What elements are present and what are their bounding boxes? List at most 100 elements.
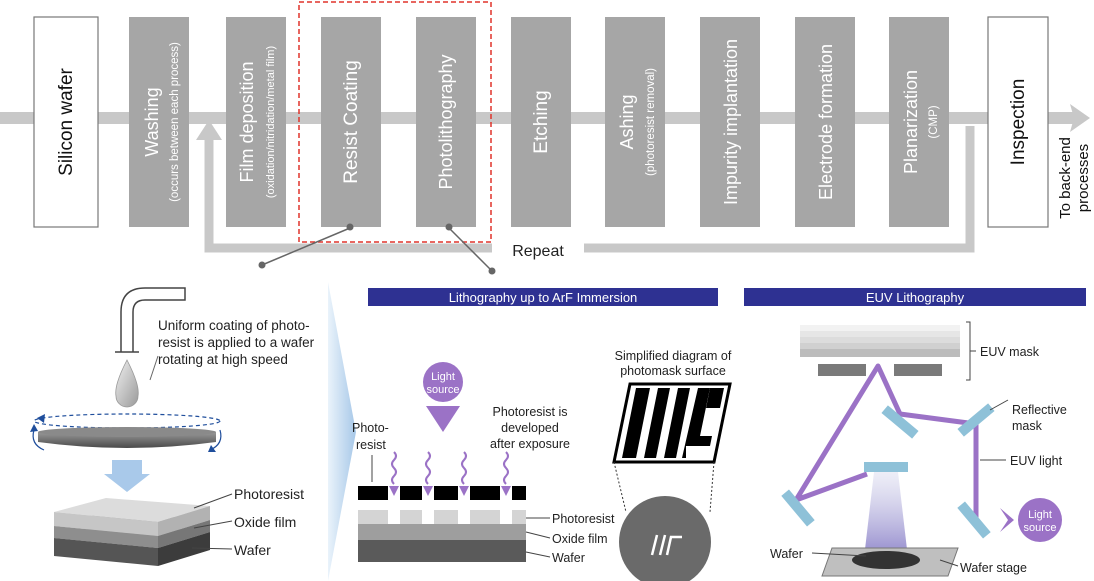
light-rays [391, 451, 509, 485]
euv-beam [864, 472, 908, 558]
layer-stack [54, 498, 210, 566]
zoom-line-left [613, 461, 627, 513]
step-sublabel: (occurs between each process) [169, 42, 181, 202]
arf-developed-3: after exposure [490, 437, 570, 451]
arf-label-photoresist: Photoresist [552, 512, 615, 526]
repeat-label-bg [492, 240, 584, 258]
step-sublabel: (photoresist removal) [645, 68, 657, 176]
wafer-disk-top [38, 427, 216, 437]
arf-photoresist-1: Photo- [352, 421, 389, 435]
rotation-arrow-right-head [208, 445, 216, 452]
step-sublabel: (oxidation/nitridation/metal film) [265, 46, 277, 198]
euv-light-cone [1000, 508, 1014, 532]
stack-label-wafer: Wafer [234, 542, 271, 558]
arf-photoresist-2: resist [356, 438, 386, 452]
step-label: Photolithography [436, 54, 456, 189]
arf-light-source [423, 362, 463, 402]
arf-label-wafer: Wafer [552, 551, 585, 565]
resist-droplet [115, 359, 139, 408]
resist-caption-1: Uniform coating of photo- [158, 318, 310, 333]
arf-header: Lithography up to ArF Immersion [449, 290, 638, 305]
step-impurity-implantation: Impurity implantation [700, 17, 760, 227]
leader-resist-dot-bottom [258, 261, 266, 269]
step-film-deposition: Film deposition (oxidation/nitridation/m… [226, 17, 286, 227]
euv-light-source [1018, 498, 1062, 542]
inspection-box [987, 16, 1049, 228]
spin-arrow [37, 414, 45, 423]
step-etching: Etching [511, 17, 571, 227]
step-label: Ashing [617, 94, 637, 149]
repeat-loop [204, 126, 975, 253]
step-planarization: Planarization (CMP) [889, 17, 949, 227]
step-label: Resist Coating [341, 60, 362, 184]
step-label: Impurity implantation [721, 39, 741, 205]
rotation-arrow-left-head [30, 424, 38, 432]
arf-developed-2: developed [501, 421, 559, 435]
step-label: Planarization [901, 70, 921, 174]
euv-mask [800, 325, 960, 376]
step-ashing: Ashing (photoresist removal) [605, 17, 665, 227]
leader-photo-dot-top [445, 223, 453, 231]
euv-mask-label: EUV mask [980, 345, 1040, 359]
step-resist-coating: Resist Coating [321, 17, 381, 227]
arf-leader-oxide [525, 531, 551, 539]
arf-leader-wafer [525, 551, 551, 558]
arf-light-cone [426, 406, 460, 432]
leader-photo-dot-bottom [488, 267, 496, 275]
stack-leader-oxide [193, 520, 233, 529]
resist-nozzle [120, 287, 186, 352]
spin-dashed-ellipse [33, 413, 221, 429]
mask-caption-1: Simplified diagram of [615, 349, 732, 363]
repeat-label: Repeat [512, 243, 564, 260]
stack-label-photoresist: Photoresist [234, 486, 304, 502]
inspection-label: Inspection [1008, 79, 1029, 166]
step-electrode-formation: Electrode formation [795, 17, 855, 227]
step-washing: Washing (occurs between each process) [129, 17, 189, 227]
arf-developed-1: Photoresist is [492, 405, 567, 419]
leader-resist-dot-top [346, 223, 354, 231]
to-back-end-line2: processes [1075, 144, 1092, 212]
wafer-stage-label: Wafer stage [960, 561, 1027, 575]
stack-label-oxide: Oxide film [234, 514, 296, 530]
wafer-stage-leader [939, 559, 959, 567]
euv-wafer-label: Wafer [770, 547, 803, 561]
to-back-end-line1: To back-end [1057, 137, 1074, 219]
photomask-surface [612, 382, 732, 464]
caption-leader [149, 355, 159, 381]
reflective-mask-1: Reflective [1012, 403, 1067, 417]
arf-wafer-stack [358, 510, 526, 562]
euv-light-text-1: Light [1028, 509, 1052, 521]
arf-photomask [358, 486, 526, 500]
step-photolithography: Photolithography [416, 17, 476, 227]
step-sublabel: (CMP) [928, 105, 940, 138]
zoom-line-right [709, 461, 715, 513]
divider-wedge [328, 282, 356, 581]
silicon-wafer-label: Silicon wafer [56, 67, 77, 175]
euv-light-text-2: source [1023, 522, 1056, 534]
arf-light-text-2: source [426, 384, 459, 396]
mask-caption-2: photomask surface [620, 364, 726, 378]
euv-wafer [852, 551, 920, 569]
zoom-circle-pattern [650, 534, 682, 556]
leader-resist [261, 227, 351, 266]
stack-leader-photoresist [193, 493, 233, 509]
stack-leader-wafer [191, 547, 233, 550]
down-arrow [104, 460, 150, 492]
leader-photo [448, 227, 493, 272]
resist-caption-2: resist is applied to a wafer [158, 335, 315, 350]
resist-caption-3: rotating at high speed [158, 352, 288, 367]
silicon-wafer-box [33, 16, 99, 228]
euv-mirrors [781, 403, 995, 539]
euv-mask-bracket [966, 321, 976, 381]
reflective-mask-leader [989, 399, 1009, 411]
step-label: Film deposition [237, 61, 257, 182]
wafer-leader [811, 552, 867, 557]
euv-header-bar [744, 288, 1086, 306]
step-label: Washing [142, 87, 162, 156]
repeat-arrowhead [196, 120, 222, 140]
euv-header: EUV Lithography [866, 290, 965, 305]
light-ray-heads [389, 486, 511, 496]
step-label: Electrode formation [816, 44, 836, 200]
highlight-box [298, 1, 492, 243]
